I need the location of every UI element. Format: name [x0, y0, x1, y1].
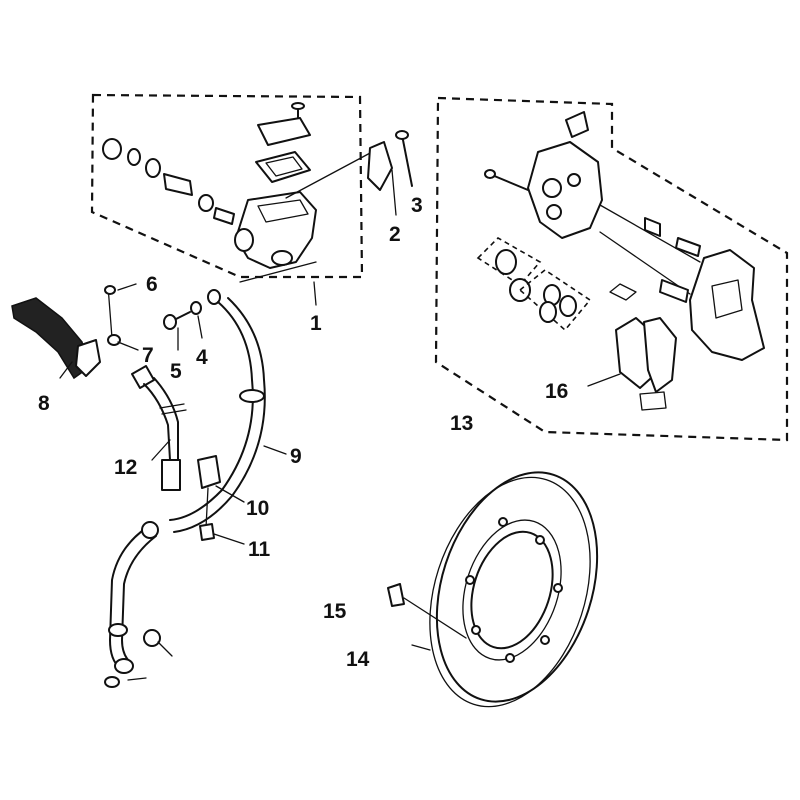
callout-1: 1 [310, 312, 322, 335]
callout-10: 10 [246, 497, 269, 520]
callout-13: 13 [450, 412, 473, 435]
caliper-group-outline [434, 96, 789, 442]
master-cylinder-parts [102, 102, 373, 269]
callout-12: 12 [114, 456, 137, 479]
brake-switch-hose-part [131, 365, 187, 491]
callout-4: 4 [196, 346, 208, 369]
callout-9: 9 [290, 445, 302, 468]
brake-switch-part [367, 130, 413, 216]
brake-disc-part [387, 471, 599, 708]
callout-15: 15 [323, 600, 347, 623]
leader-lines [59, 261, 621, 651]
callout-3: 3 [411, 194, 423, 217]
callout-7: 7 [142, 344, 154, 367]
callout-6: 6 [146, 273, 158, 296]
callout-5: 5 [170, 360, 182, 383]
brake-hose-part [104, 289, 266, 688]
caliper-parts [476, 111, 765, 411]
brake-lever-part [11, 285, 121, 380]
callout-16: 16 [545, 380, 568, 403]
master-cylinder-group-outline [90, 93, 364, 279]
callout-11: 11 [248, 538, 271, 561]
callout-8: 8 [38, 392, 50, 415]
callout-14: 14 [346, 648, 370, 671]
callout-labels: 1 2 3 4 5 6 7 8 9 10 11 12 13 14 15 16 [38, 194, 568, 671]
callout-2: 2 [389, 223, 401, 246]
banjo-bolt-parts [163, 301, 202, 330]
